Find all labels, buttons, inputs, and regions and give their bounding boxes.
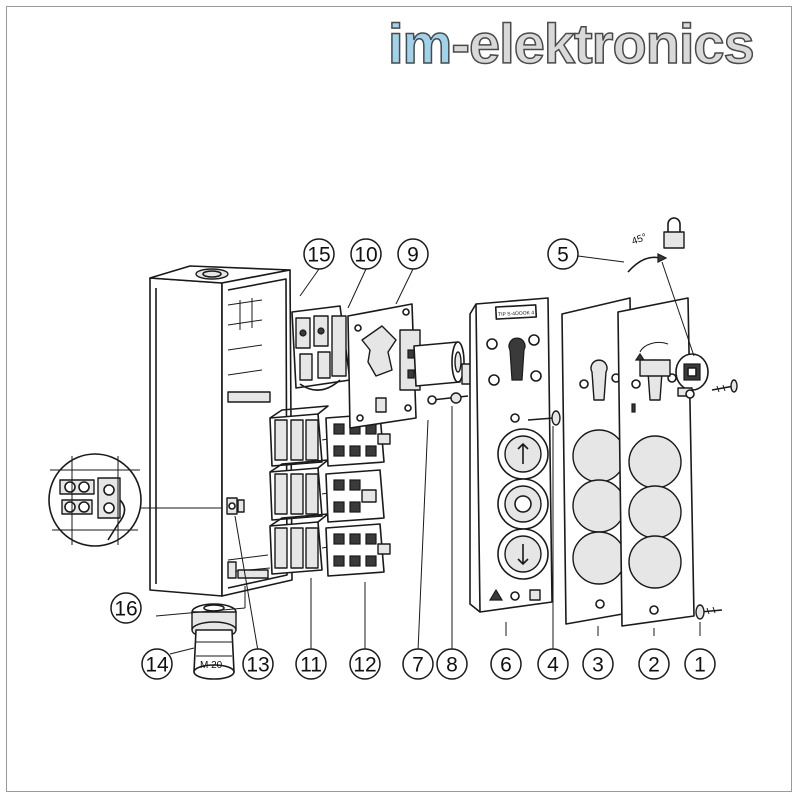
svg-text:11: 11 (300, 654, 322, 677)
callout-1: 1 (684, 648, 716, 680)
callout-3: 3 (582, 648, 614, 680)
brand-logo-part2: -elektronics (451, 12, 756, 75)
cover-screw (695, 604, 723, 620)
leader-lines (155, 255, 701, 655)
svg-text:8: 8 (446, 654, 458, 677)
callout-14: 14 (141, 648, 173, 680)
callout-6: 6 (490, 648, 522, 680)
key-screw (711, 379, 738, 393)
svg-text:12: 12 (353, 654, 376, 677)
callout-13: 13 (242, 648, 274, 680)
svg-text:7: 7 (412, 654, 424, 677)
image-frame (6, 6, 792, 792)
terminal-blocks (269, 405, 335, 575)
svg-text:1: 1 (694, 654, 706, 677)
button-insert-plate: TIP S-4OOOK 4 (469, 297, 553, 613)
callout-12: 12 (349, 648, 381, 680)
svg-text:15: 15 (307, 244, 330, 267)
cylinder-screw (427, 392, 469, 405)
front-cover-plate (617, 297, 695, 627)
svg-text:6: 6 (500, 654, 512, 677)
gasket-plate (561, 297, 635, 625)
svg-text:10: 10 (354, 244, 377, 267)
angle-label: 45° (630, 232, 648, 248)
brand-logo-part1: im (387, 12, 453, 75)
brand-logo: im-elektronics (387, 15, 755, 73)
padlock-icon (663, 217, 685, 249)
callout-15: 15 (303, 238, 335, 270)
svg-text:2: 2 (648, 654, 660, 677)
callout-9: 9 (397, 238, 429, 270)
callout-10: 10 (350, 238, 382, 270)
callout-16: 16 (110, 592, 142, 624)
turn-arc (627, 253, 668, 273)
callout-2: 2 (638, 648, 670, 680)
key-switch-head (639, 353, 709, 399)
callout-8: 8 (436, 648, 468, 680)
svg-text:13: 13 (246, 654, 269, 677)
callout-4: 4 (537, 648, 569, 680)
detail-magnifier (48, 453, 222, 547)
svg-text:14: 14 (145, 654, 169, 677)
mounting-bracket (347, 303, 417, 429)
callout-11: 11 (295, 648, 327, 680)
svg-text:16: 16 (114, 598, 137, 621)
svg-text:3: 3 (592, 654, 604, 677)
key-switch-contact-module (291, 305, 351, 391)
svg-text:5: 5 (557, 244, 569, 267)
gland-size-label: M 20 (200, 660, 223, 671)
plate-tag-text: TIP S-4OOOK 4 (498, 310, 535, 318)
svg-text:4: 4 (547, 654, 559, 677)
lock-cylinder (399, 329, 473, 391)
contact-blocks (325, 413, 391, 577)
insert-screw (527, 410, 561, 426)
callout-5: 5 (547, 238, 579, 270)
callout-7: 7 (402, 648, 434, 680)
cable-gland: M 20 (191, 603, 237, 680)
svg-text:9: 9 (407, 244, 419, 267)
